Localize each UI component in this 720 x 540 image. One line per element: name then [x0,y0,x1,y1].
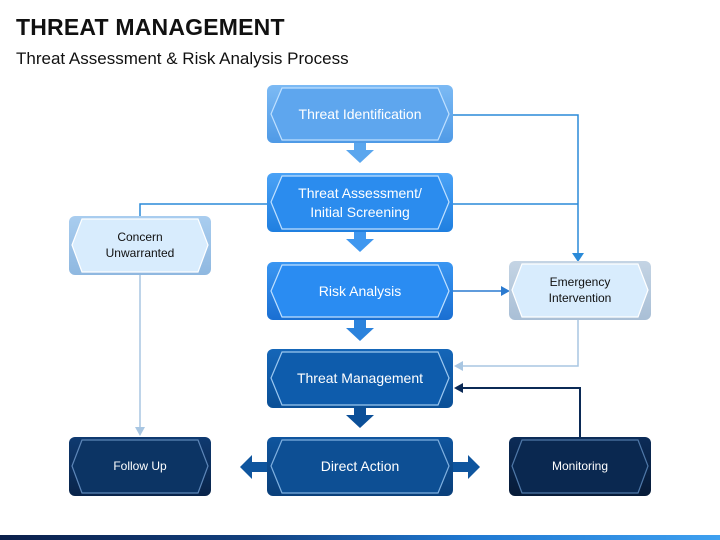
arrowhead-risk-to-emergency [501,286,510,296]
direct-action-right-arrow [450,455,480,479]
arrowhead-into-followup [135,427,145,436]
flow-arrow-3 [346,320,374,341]
connector-emergency-to-management [462,320,579,367]
node-risk-analysis-shape [267,262,453,320]
bottom-accent-bar [0,535,720,540]
flow-arrow-1 [346,142,374,163]
flow-arrow-4 [346,407,374,428]
node-threat-identification-shape [267,85,453,143]
connector-assessment-to-concern [139,203,268,218]
node-emergency-intervention-shape [509,261,651,320]
page-title: THREAT MANAGEMENT [16,14,285,40]
node-threat-identification: Threat Identification [298,105,422,122]
node-concern-unwarranted-shape [69,216,211,275]
page-subtitle: Threat Assessment & Risk Analysis Proces… [16,49,349,68]
direct-action-left-arrow [240,455,270,479]
arrowhead-monitoring-to-management [454,383,463,393]
node-threat-management: Threat Management [296,370,424,387]
node-concern-unwarranted: Concern Unwarranted [105,229,175,260]
node-risk-analysis: Risk Analysis [318,282,402,299]
node-monitoring-shape [509,437,651,496]
node-emergency-intervention: Emergency Intervention [548,274,612,305]
node-threat-assessment: Threat Assessment/ Initial Screening [298,185,422,220]
node-direct-action-shape [267,437,453,496]
node-follow-up-shape [69,437,211,496]
node-follow-up: Follow Up [113,458,167,473]
flow-arrow-2 [346,231,374,252]
node-threat-assessment-shape [267,173,453,232]
connector-monitoring-to-management [462,387,581,437]
node-direct-action: Direct Action [320,458,400,475]
arrowhead-into-emergency [572,253,584,262]
node-threat-management-shape [267,349,453,408]
arrowhead-emergency-to-management [454,361,463,371]
node-monitoring: Monitoring [551,458,609,473]
connector-identification-to-emergency [452,114,579,254]
